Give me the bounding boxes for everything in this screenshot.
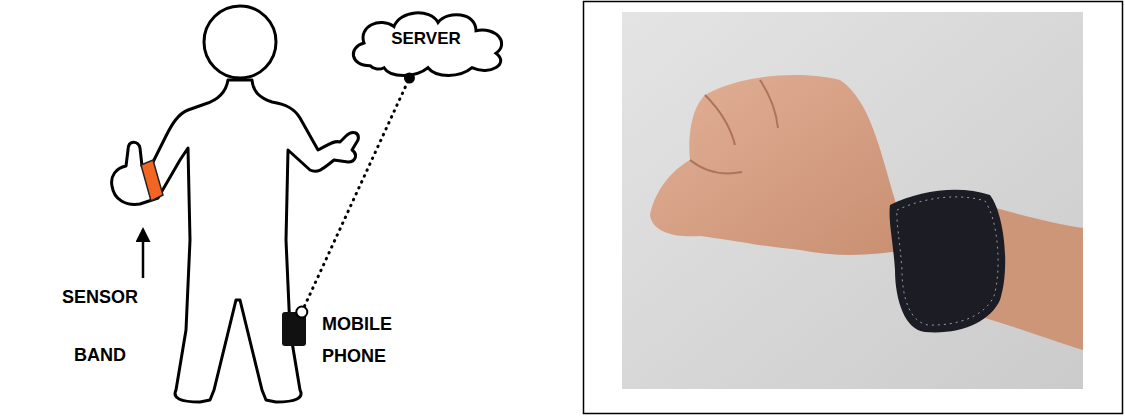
wireless-link xyxy=(302,78,410,312)
person-outline xyxy=(112,80,359,402)
leader-arrow xyxy=(142,230,145,278)
server-cloud: SERVER xyxy=(340,6,512,78)
link-group xyxy=(296,73,415,318)
phone-body xyxy=(282,312,306,346)
phone-shape xyxy=(282,312,306,346)
phone-label: MOBILE PHONE xyxy=(322,308,422,372)
link-end-open xyxy=(296,307,307,318)
panel-border xyxy=(584,2,1123,414)
phone-device: MOBILE PHONE xyxy=(282,312,306,346)
photo-fist xyxy=(650,75,905,255)
part-label: SENSOR BAND xyxy=(40,268,160,384)
link-end-filled xyxy=(404,73,415,84)
photo-background xyxy=(622,12,1083,389)
photo-wristband xyxy=(890,190,1006,333)
server-label: SERVER xyxy=(391,29,461,49)
photo-finger-crease xyxy=(690,80,778,174)
photo-wristband-stitch xyxy=(897,197,998,325)
person-head xyxy=(204,6,276,78)
cloud-shape xyxy=(353,13,501,76)
sensor-band-mark xyxy=(141,160,163,201)
